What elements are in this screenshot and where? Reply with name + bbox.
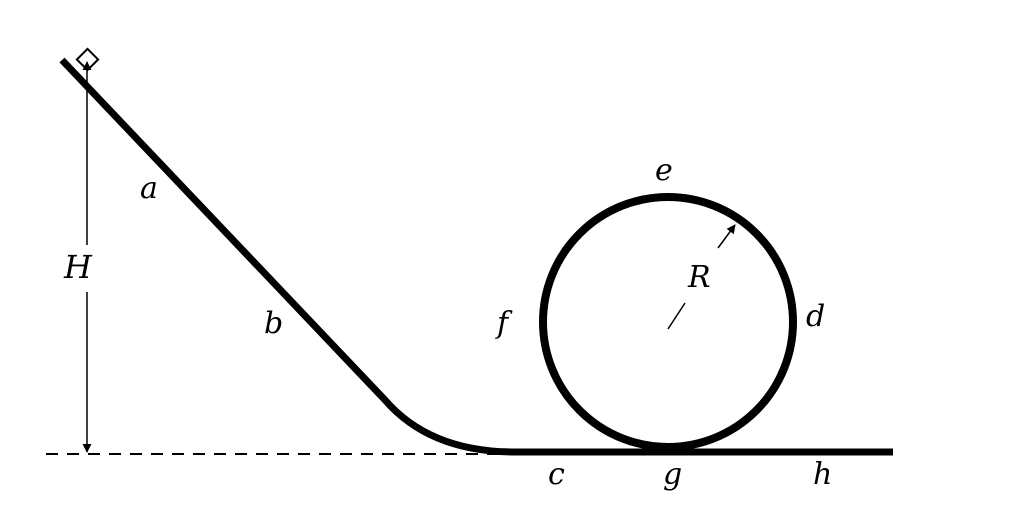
- incline-track: [59, 57, 893, 456]
- point-label-f: f: [495, 306, 513, 341]
- point-label-e: e: [655, 153, 673, 188]
- radius-dimension-arrow: [667, 224, 736, 330]
- circular-loop: [539, 193, 797, 451]
- height-label: H: [63, 248, 93, 286]
- point-label-b: b: [264, 306, 283, 341]
- radius-label: R: [687, 260, 711, 295]
- point-label-c: c: [548, 457, 565, 492]
- point-label-d: d: [806, 299, 825, 334]
- point-label-a: a: [140, 171, 158, 206]
- block-icon: [75, 47, 100, 72]
- point-label-h: h: [813, 457, 832, 492]
- point-label-g: g: [663, 457, 682, 492]
